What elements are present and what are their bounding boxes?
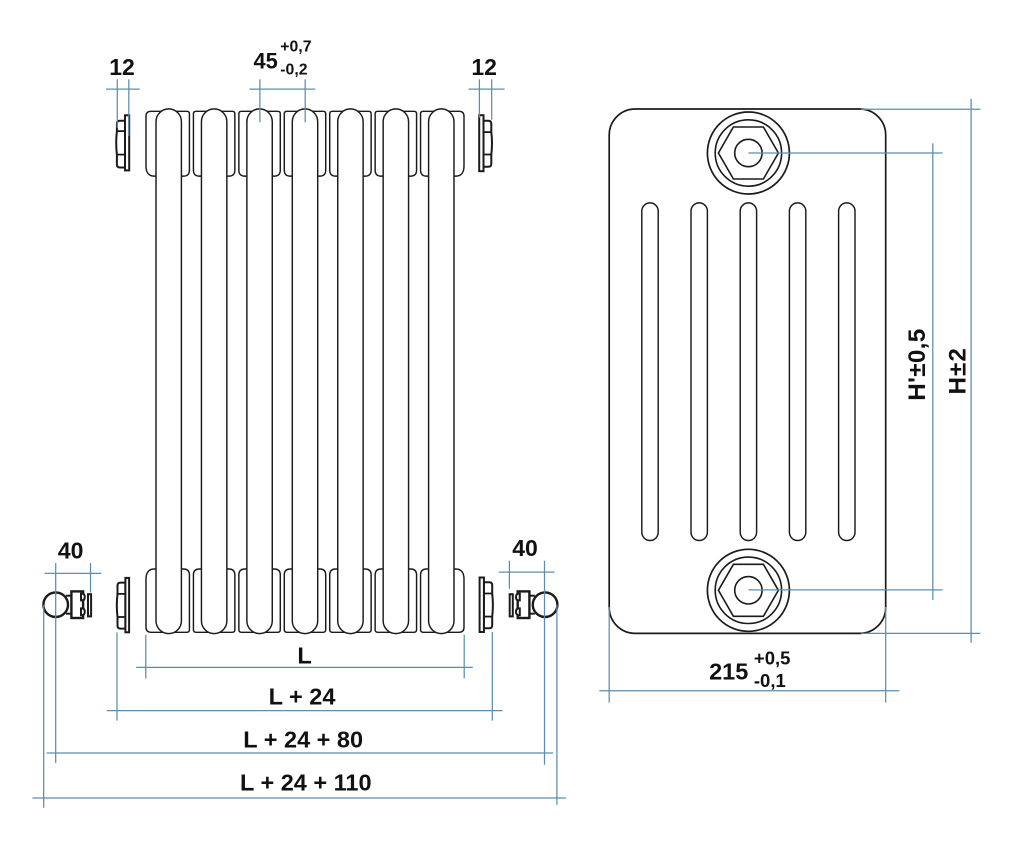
svg-text:-0,1: -0,1 — [754, 670, 786, 691]
svg-text:+0,5: +0,5 — [754, 648, 791, 669]
svg-text:L + 24: L + 24 — [269, 684, 336, 710]
svg-text:H±2: H±2 — [945, 347, 972, 394]
svg-text:215: 215 — [709, 659, 748, 685]
svg-text:L: L — [297, 642, 311, 668]
svg-text:+0,7: +0,7 — [280, 39, 311, 56]
svg-text:L + 24 + 110: L + 24 + 110 — [240, 769, 372, 795]
svg-text:40: 40 — [58, 538, 84, 564]
svg-text:L + 24 + 80: L + 24 + 80 — [243, 726, 363, 752]
svg-text:12: 12 — [471, 54, 497, 80]
svg-text:-0,2: -0,2 — [280, 62, 307, 79]
svg-text:40: 40 — [512, 535, 538, 561]
svg-text:45: 45 — [254, 48, 278, 73]
svg-text:H'±0,5: H'±0,5 — [904, 328, 931, 400]
svg-text:12: 12 — [109, 54, 135, 80]
